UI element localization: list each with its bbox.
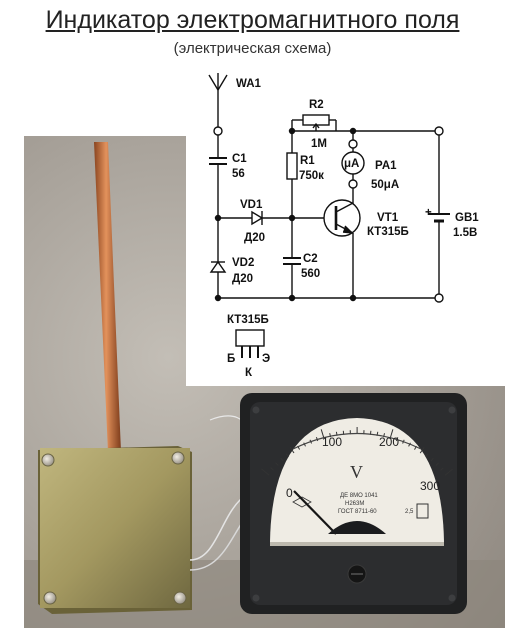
scale-tick [285,453,289,458]
resistor-r1-body [286,152,298,180]
battery-terminal [434,293,444,303]
diode-vd1-symbol [251,210,264,226]
meter-needle [293,490,337,535]
label-vd2-ref: VD2 [232,257,254,269]
scale-tick [280,457,284,462]
meter-unit-letter: V [350,462,363,482]
schematic-labels: WA1 C1 56 VD1 Д20 VD2 Д20 R2 1M R1 750к … [227,78,479,379]
page-subtitle: (электрическая схема) [173,40,332,57]
scale-tick [425,453,429,458]
meter-symbol-text: μA [344,158,359,170]
pinout-pin-k: К [245,367,253,379]
transistor-vt1-envelope [323,199,361,237]
metal-box [40,448,190,608]
scale-tick [444,468,453,476]
meter-position-mark [416,503,429,519]
meter-terminal [348,179,358,189]
label-pa1-ref: PA1 [375,160,397,172]
meter-mount-hole [252,594,260,602]
copper-antenna-rod [94,142,121,452]
scale-tick [419,447,425,454]
transistor-emitter-arrow [342,225,354,234]
meter-dial-edge [270,542,444,546]
meter-mount-hole [252,406,260,414]
diode-vd2-symbol [209,260,227,273]
antenna-arm [208,74,219,91]
label-r1-value: 750к [299,170,324,182]
junction [288,214,296,222]
label-c1-value: 56 [232,168,245,180]
meter-spec-text: ГОСТ 8711-60 [338,509,377,515]
junction [349,294,357,302]
resistor-r2-wiper-arrow [312,122,320,129]
label-c2-value: 560 [301,268,320,280]
label-gb1-ref: GB1 [455,212,479,224]
pinout-package [235,329,265,347]
transistor-vt1-collector [335,202,354,213]
antenna-arm [217,74,228,91]
pinout-pin-e: Э [262,353,270,365]
scale-tick [275,462,279,466]
schematic [208,73,450,358]
label-vd1-value: Д20 [244,232,265,244]
pinout-part-label: КТ315Б [227,314,269,326]
meter-logo-icon [292,496,312,508]
label-r2-value: 1M [311,138,327,150]
scale-tick [270,467,274,471]
label-r2-ref: R2 [309,99,324,111]
junction [288,294,296,302]
meter-mount-hole [448,406,456,414]
meter-class-mark: 2,5 [405,509,414,515]
battery-terminal [434,126,444,136]
meter-spec-text: Н263М [345,501,364,507]
box-screw [41,453,55,467]
label-antenna: WA1 [236,78,262,90]
junction [214,294,222,302]
label-vt1-value: КТ315Б [367,226,409,238]
meter-scale-arc [292,432,422,450]
junction [214,214,222,222]
meter-pivot-cover [328,521,386,534]
label-vt1-ref: VT1 [377,212,399,224]
antenna-terminal [213,126,223,136]
scale-tick [440,467,444,471]
page-title: Индикатор электромагнитного поля [45,6,460,34]
label-vd1-ref: VD1 [240,199,263,211]
meter-mount-hole [448,594,456,602]
pinout-pin-b: Б [227,353,235,365]
label-r1-ref: R1 [300,155,315,167]
label-c1-ref: C1 [232,153,247,165]
scale-label: 100 [322,435,342,449]
label-c2-ref: C2 [303,253,318,265]
device-photo: 0 100 200 300 V ДЕ 8МО 1041 Н263М ГОСТ 8… [24,136,505,628]
scale-tick [430,457,434,462]
box-screw [43,591,57,605]
scale-tick [261,468,270,476]
scale-tick [289,446,295,454]
scale-label: 0 [286,486,293,500]
meter-scale-ticks [261,427,453,476]
meter-spec-text: ДЕ 8МО 1041 [340,493,378,499]
scale-tick [435,462,439,466]
box-screw [171,451,185,465]
label-pa1-value: 50μA [371,179,399,191]
scale-label: 200 [379,435,399,449]
label-battery-plus: + [425,207,432,219]
label-vd2-value: Д20 [232,273,253,285]
label-gb1-value: 1.5В [453,227,477,239]
scale-label: 300 [420,479,440,493]
scale-tick [408,442,411,447]
box-screw [173,591,187,605]
meter-terminal [348,139,358,149]
